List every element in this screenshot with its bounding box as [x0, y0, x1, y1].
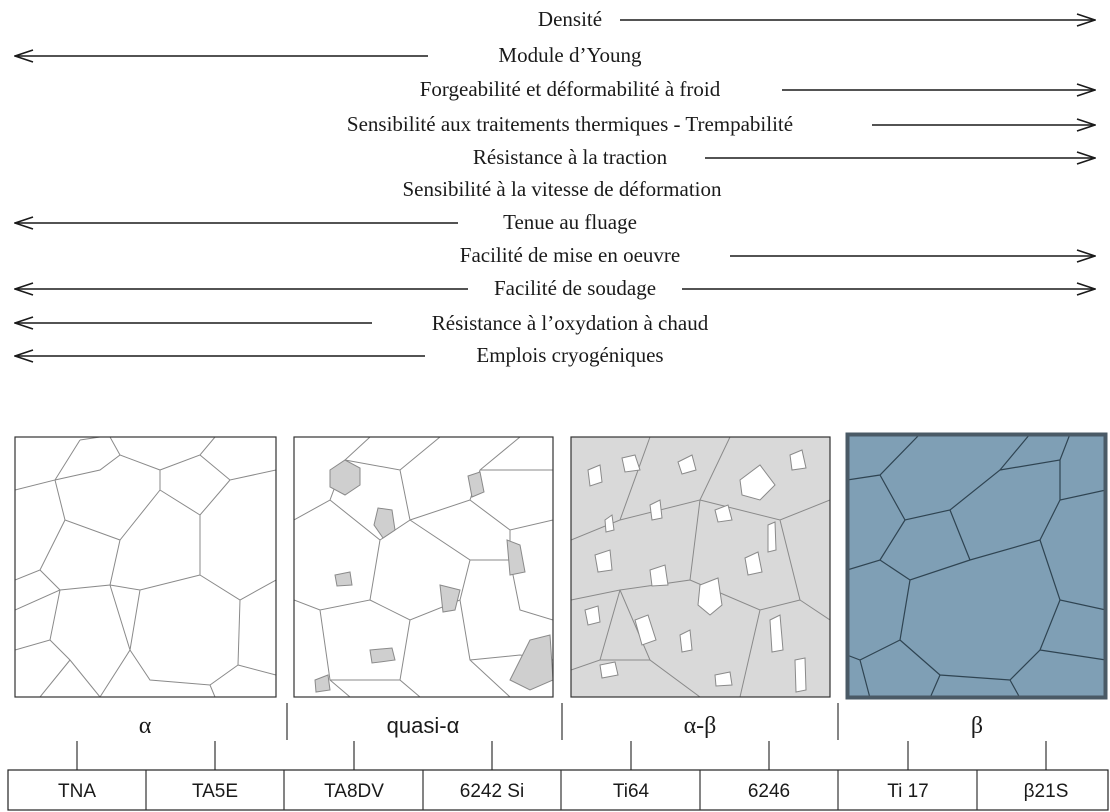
- second-phase-particle: [314, 674, 331, 693]
- alloy-cell-ta8dv: TA8DV: [324, 781, 384, 802]
- family-label-beta: β: [971, 713, 983, 739]
- alpha-particle: [584, 605, 601, 626]
- property-label-mise-en-oeuvre: Facilité de mise en oeuvre: [460, 243, 680, 267]
- alpha-particle: [697, 577, 723, 616]
- alpha-particle: [679, 629, 693, 653]
- property-list: Densité Module d’Young Forgeabilité et d…: [347, 7, 793, 367]
- alpha-particle: [739, 464, 776, 501]
- alpha-particle: [594, 549, 613, 573]
- microstructure-quasi-alpha: [293, 436, 554, 698]
- alloy-cell-ta5e: TA5E: [192, 781, 238, 802]
- alpha-particle: [794, 657, 807, 693]
- beta-phase-fill: [847, 434, 1106, 698]
- family-label-alpha: α: [139, 713, 152, 739]
- alpha-particle: [621, 454, 641, 473]
- property-label-vitesse-deformation: Sensibilité à la vitesse de déformation: [403, 177, 722, 201]
- alpha-particle: [714, 504, 733, 523]
- alloy-cell-6242si: 6242 Si: [460, 781, 524, 802]
- alloy-table: TNA TA5E TA8DV 6242 Si Ti64 6246 Ti 17 β…: [7, 769, 1109, 811]
- second-phase-particle: [506, 539, 526, 576]
- property-label-oxydation: Résistance à l’oxydation à chaud: [432, 311, 709, 335]
- property-label-module-young: Module d’Young: [498, 43, 642, 67]
- family-label-alpha-beta: α-β: [684, 713, 717, 739]
- alpha-particle: [599, 661, 619, 679]
- beta-panel-frame: [845, 432, 1108, 700]
- microstructure-beta: [845, 432, 1108, 700]
- alpha-particle: [604, 514, 615, 533]
- family-row: α quasi-α α-β β: [139, 703, 983, 740]
- alloy-table-frame: [7, 769, 1109, 811]
- alpha-particle: [634, 614, 657, 646]
- alloy-ticks: [76, 741, 1047, 770]
- alpha-particle: [789, 449, 807, 471]
- alpha-panel-frame: [14, 436, 277, 698]
- alloy-cell-ti64: Ti64: [613, 781, 650, 802]
- property-label-fluage: Tenue au fluage: [503, 210, 637, 234]
- microstructure-alpha: [14, 436, 277, 698]
- alpha-particle: [649, 564, 669, 587]
- alpha-particle: [714, 671, 733, 687]
- alpha-particle: [587, 464, 603, 487]
- family-label-quasi-alpha: quasi-α: [387, 713, 460, 738]
- second-phase-particle: [373, 507, 396, 539]
- quasi-alpha-panel-frame: [293, 436, 554, 698]
- alpha-particle: [649, 499, 663, 521]
- property-label-traction: Résistance à la traction: [473, 145, 668, 169]
- second-phase-particle: [369, 647, 396, 664]
- second-phase-particle: [439, 584, 461, 613]
- property-label-cryogeniques: Emplois cryogéniques: [476, 343, 663, 367]
- alloy-cell-tna: TNA: [58, 781, 96, 802]
- second-phase-particle: [329, 459, 361, 496]
- second-phase-particle: [334, 571, 353, 587]
- microstructure-alpha-beta: [570, 436, 831, 698]
- second-phase-particle: [467, 471, 485, 498]
- alpha-beta-panel-frame: [570, 436, 831, 698]
- alpha-phase-fill: [15, 437, 276, 697]
- property-label-trempabilite: Sensibilité aux traitements thermiques -…: [347, 112, 793, 136]
- alloy-cell-6246: 6246: [748, 781, 790, 802]
- property-label-densite: Densité: [538, 7, 602, 31]
- alpha-particle: [769, 614, 784, 653]
- alpha-beta-matrix-fill: [571, 437, 830, 697]
- property-label-forgeabilite: Forgeabilité et déformabilité à froid: [420, 77, 721, 101]
- alloy-cell-beta21s: β21S: [1024, 781, 1069, 802]
- trend-arrows: [15, 20, 1095, 356]
- alpha-particle: [744, 551, 763, 576]
- second-phase-particle: [509, 634, 553, 691]
- alloy-cell-ti17: Ti 17: [887, 781, 929, 802]
- alpha-particle: [767, 521, 777, 553]
- property-label-soudage: Facilité de soudage: [494, 276, 656, 300]
- alpha-particle: [677, 454, 697, 475]
